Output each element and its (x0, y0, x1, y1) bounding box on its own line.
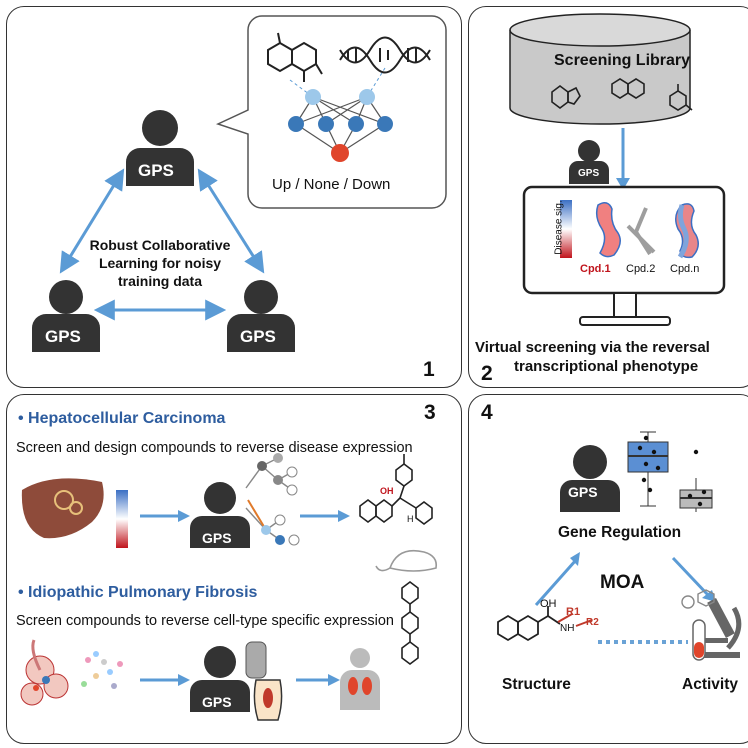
ipf-description: Screen compounds to reverse cell-type sp… (16, 613, 394, 629)
center-text-line: Learning for noisy (98, 255, 222, 271)
nn-node (348, 116, 364, 132)
gps-label: GPS (568, 484, 598, 500)
bubble-label: Up / None / Down (272, 176, 391, 193)
hcc-title: • Hepatocellular Carcinoma (18, 410, 226, 427)
oh-label: OH (540, 598, 557, 610)
center-text-line: Robust Collaborative (89, 237, 231, 253)
cpd2-profile (626, 224, 656, 254)
ipf-title-text: Idiopathic Pulmonary Fibrosis (28, 584, 258, 601)
moa-label: MOA (600, 572, 645, 593)
umap-scatter-icon (81, 651, 123, 689)
r1-label: R1 (566, 606, 581, 618)
nn-node (305, 89, 321, 105)
panel-1-graphics (32, 15, 447, 352)
center-text: Robust Collaborative Learning for noisy … (70, 236, 250, 290)
structure-label: Structure (502, 676, 571, 693)
person-icon (569, 140, 609, 184)
nn-output-node (331, 144, 349, 162)
panel-number: 3 (424, 401, 436, 424)
h-label: H (407, 514, 414, 524)
center-text-line: training data (117, 273, 202, 289)
person-icon (190, 482, 250, 548)
gps-label: GPS (578, 168, 600, 179)
nh-label: NH (560, 623, 575, 634)
disease-sig-label: Disease sig. (553, 200, 565, 255)
panel-3-graphics (20, 453, 438, 721)
panel-2-caption: Virtual screening via the reversal (475, 339, 710, 356)
ipf-title: • Idiopathic Pulmonary Fibrosis (18, 584, 258, 601)
panel-2-caption: transcriptional phenotype (514, 358, 699, 375)
person-icon (227, 280, 295, 352)
gps-label: GPS (202, 694, 232, 710)
database-icon (509, 13, 691, 125)
compound-structure (497, 606, 561, 642)
person-icon (32, 280, 100, 352)
nn-node (318, 116, 334, 132)
activity-label: Activity (682, 676, 738, 693)
nn-node (359, 89, 375, 105)
disease-sig-bar (560, 200, 572, 258)
gps-label: GPS (240, 327, 276, 346)
gene-regulation-label: Gene Regulation (558, 524, 682, 541)
person-icon (560, 445, 620, 512)
gps-label: GPS (202, 530, 232, 546)
panel-number: 1 (423, 358, 435, 381)
panel-number: 4 (481, 401, 493, 424)
expression-heatmap (116, 490, 128, 548)
compound-label: Cpd.1 (580, 263, 611, 275)
compound-structure (359, 454, 433, 525)
oh-label: OH (380, 486, 394, 496)
box-plot (627, 431, 669, 507)
panel-2-graphics (509, 13, 726, 326)
compound-structure (401, 581, 419, 665)
nn-node (377, 116, 393, 132)
box-plot (679, 449, 713, 512)
mouse-icon (375, 549, 438, 572)
gear-icon (681, 589, 715, 609)
gps-label: GPS (45, 327, 81, 346)
person-icon (190, 646, 250, 712)
compound-label: Cpd.2 (626, 263, 656, 275)
hcc-description: Screen and design compounds to reverse d… (16, 440, 413, 456)
lung-tissue-icon (20, 639, 69, 706)
microscope-icon (698, 597, 742, 658)
molecule-icon (551, 78, 693, 111)
compound-label: Cpd.n (670, 263, 700, 275)
test-tube-icon (692, 619, 706, 661)
monitor-icon (522, 185, 726, 326)
cpd1-profile (595, 202, 621, 258)
person-icon (126, 110, 194, 186)
cell-icon (245, 641, 283, 721)
hcc-title-text: Hepatocellular Carcinoma (28, 410, 226, 427)
panel-4 (468, 394, 748, 744)
gps-label: GPS (138, 161, 174, 180)
patient-lungs-icon (340, 648, 380, 710)
dna-icon (339, 36, 431, 74)
arrow (197, 168, 265, 274)
arrow (59, 168, 125, 274)
r2-label: R2 (586, 617, 599, 628)
library-title: Screening Library (554, 52, 691, 69)
panel-4-graphics (497, 431, 742, 661)
panel-number: 2 (481, 362, 493, 385)
nn-node (288, 116, 304, 132)
molecule-icon (267, 32, 323, 82)
